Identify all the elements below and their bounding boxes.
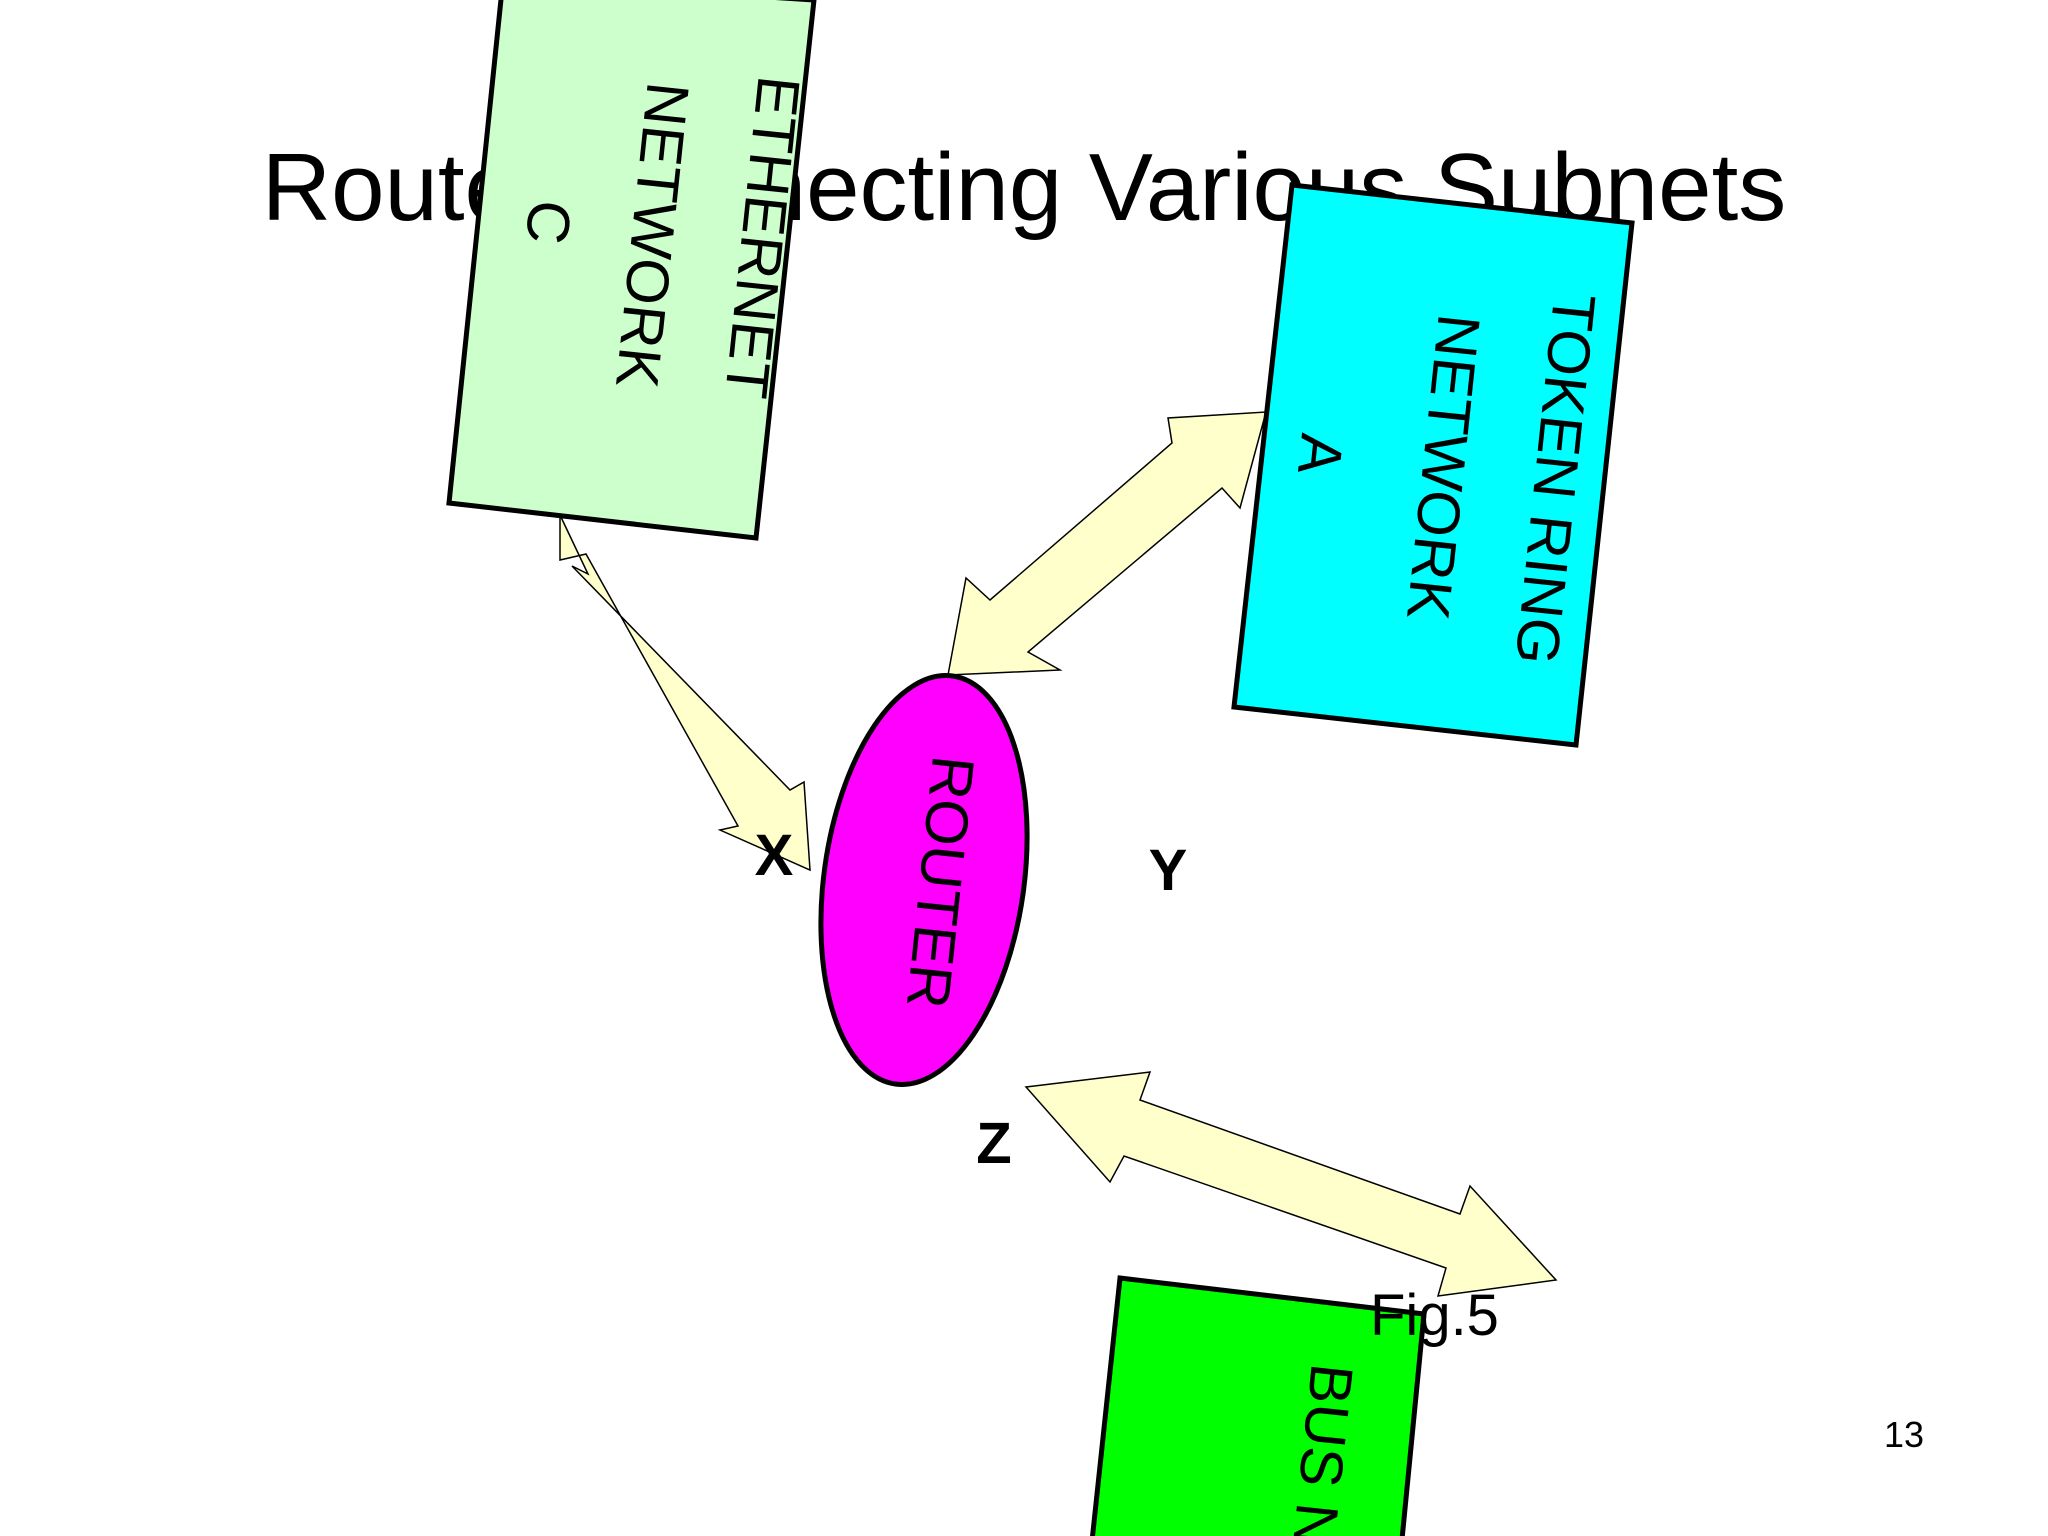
router-node: [818, 673, 1030, 1087]
ethernet-network-node: [446, 0, 817, 541]
port-z-label: Z: [976, 1111, 1011, 1176]
page-number: 13: [1884, 1414, 1924, 1455]
bus-network-node: [1090, 1275, 1427, 1536]
arrow-tokenring-router: [947, 411, 1267, 676]
port-y-label: Y: [1149, 838, 1188, 903]
ethernet-label-line3: C: [513, 197, 584, 247]
arrow-ethernet-router: [559, 514, 811, 872]
token-ring-label-line3: A: [1285, 431, 1356, 478]
token-ring-network-node: [1231, 182, 1635, 748]
figure-label: Fig.5: [1370, 1283, 1499, 1348]
arrow-router-bus: [1024, 1071, 1558, 1297]
port-x-label: X: [755, 823, 794, 888]
